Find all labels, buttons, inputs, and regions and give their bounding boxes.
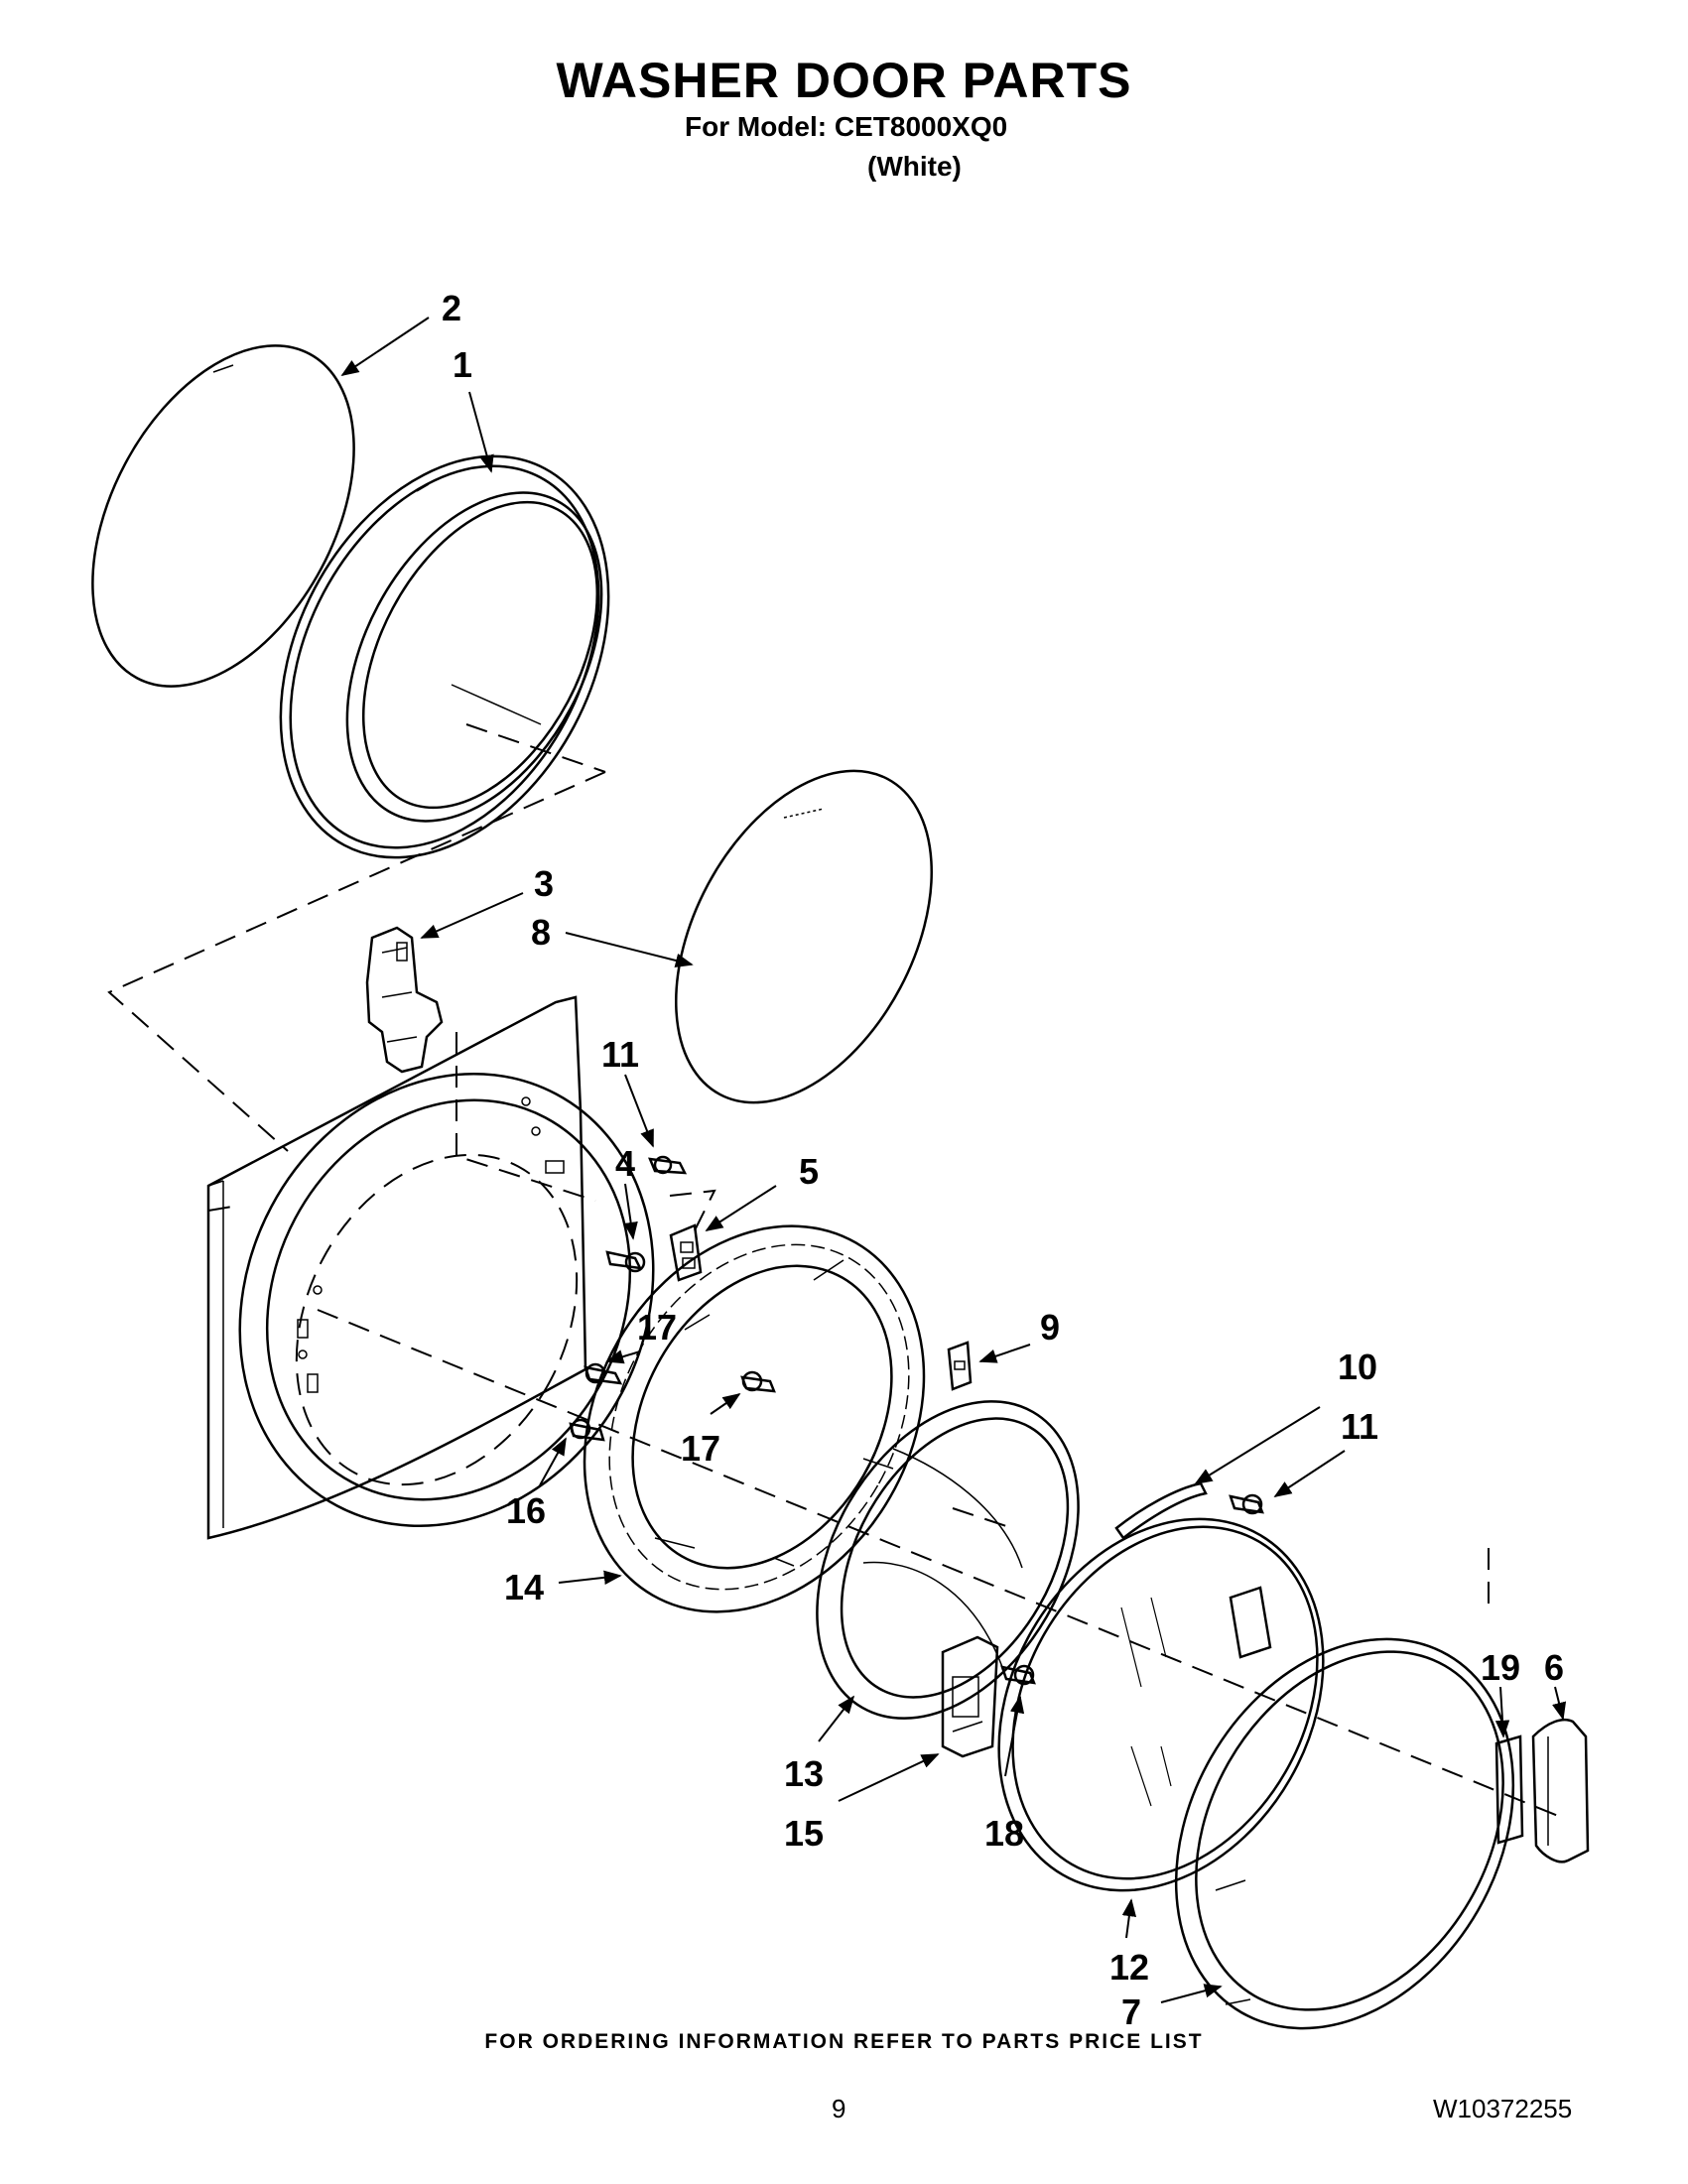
callout-5: 5 [799, 1151, 819, 1192]
callout-17-upper: 17 [637, 1307, 677, 1348]
callout-1: 1 [453, 344, 472, 385]
part-outer-door-glass [91, 344, 355, 688]
callout-8: 8 [531, 912, 551, 953]
callout-labels: 2 1 3 8 11 4 5 17 17 9 10 11 16 14 19 6 … [442, 288, 1564, 2032]
screw-17-a [584, 1362, 623, 1385]
part-handle-strip [1114, 1481, 1208, 1540]
part-inner-door-glass [675, 769, 933, 1104]
part-door-lock [365, 926, 444, 1074]
callout-9: 9 [1040, 1307, 1060, 1348]
leader-lines [340, 317, 1567, 2003]
part-outer-door [1174, 1637, 1515, 2030]
callout-15: 15 [784, 1813, 824, 1854]
callout-4: 4 [615, 1143, 635, 1184]
part-door-liner [816, 1400, 1080, 1720]
screw-11-bottom [1229, 1493, 1264, 1515]
callout-18: 18 [984, 1813, 1024, 1854]
screw-4 [605, 1250, 646, 1273]
part-door-bellow [279, 454, 610, 859]
page-title: WASHER DOOR PARTS [556, 53, 1132, 108]
assembly-lines [107, 723, 1559, 1817]
part-door-hinge [941, 1635, 999, 1758]
model-number: For Model: CET8000XQ0 [685, 111, 1008, 142]
part-label [1494, 1734, 1524, 1845]
callout-3: 3 [534, 863, 554, 904]
callout-16: 16 [506, 1490, 546, 1531]
callout-12: 12 [1109, 1947, 1149, 1988]
callout-11-bottom: 11 [1341, 1406, 1378, 1447]
callout-2: 2 [442, 288, 461, 328]
part-handle-cover [1531, 1718, 1590, 1863]
document-number: W10372255 [1433, 2094, 1573, 2123]
part-front-panel [206, 995, 655, 1540]
callout-10: 10 [1338, 1347, 1377, 1387]
screw-17-b [740, 1370, 776, 1393]
callout-6: 6 [1544, 1647, 1564, 1688]
part-door-strike [669, 1223, 703, 1282]
screw-18 [1000, 1664, 1036, 1686]
callout-19: 19 [1481, 1647, 1520, 1688]
callout-11-top: 11 [601, 1034, 639, 1075]
ordering-note: FOR ORDERING INFORMATION REFER TO PARTS … [484, 2030, 1204, 2053]
callout-13: 13 [784, 1753, 824, 1794]
screw-16 [569, 1418, 605, 1442]
part-outer-door-ring [997, 1517, 1325, 1892]
page-number: 9 [832, 2094, 846, 2123]
screw-11-top [648, 1155, 688, 1175]
callout-14: 14 [504, 1567, 544, 1607]
model-color: (White) [867, 151, 962, 182]
part-inner-door-frame [583, 1224, 926, 1613]
callout-7: 7 [1121, 1991, 1141, 2032]
callout-17-lower: 17 [681, 1428, 720, 1469]
part-screws [569, 1155, 1264, 1686]
part-clip [947, 1341, 973, 1391]
